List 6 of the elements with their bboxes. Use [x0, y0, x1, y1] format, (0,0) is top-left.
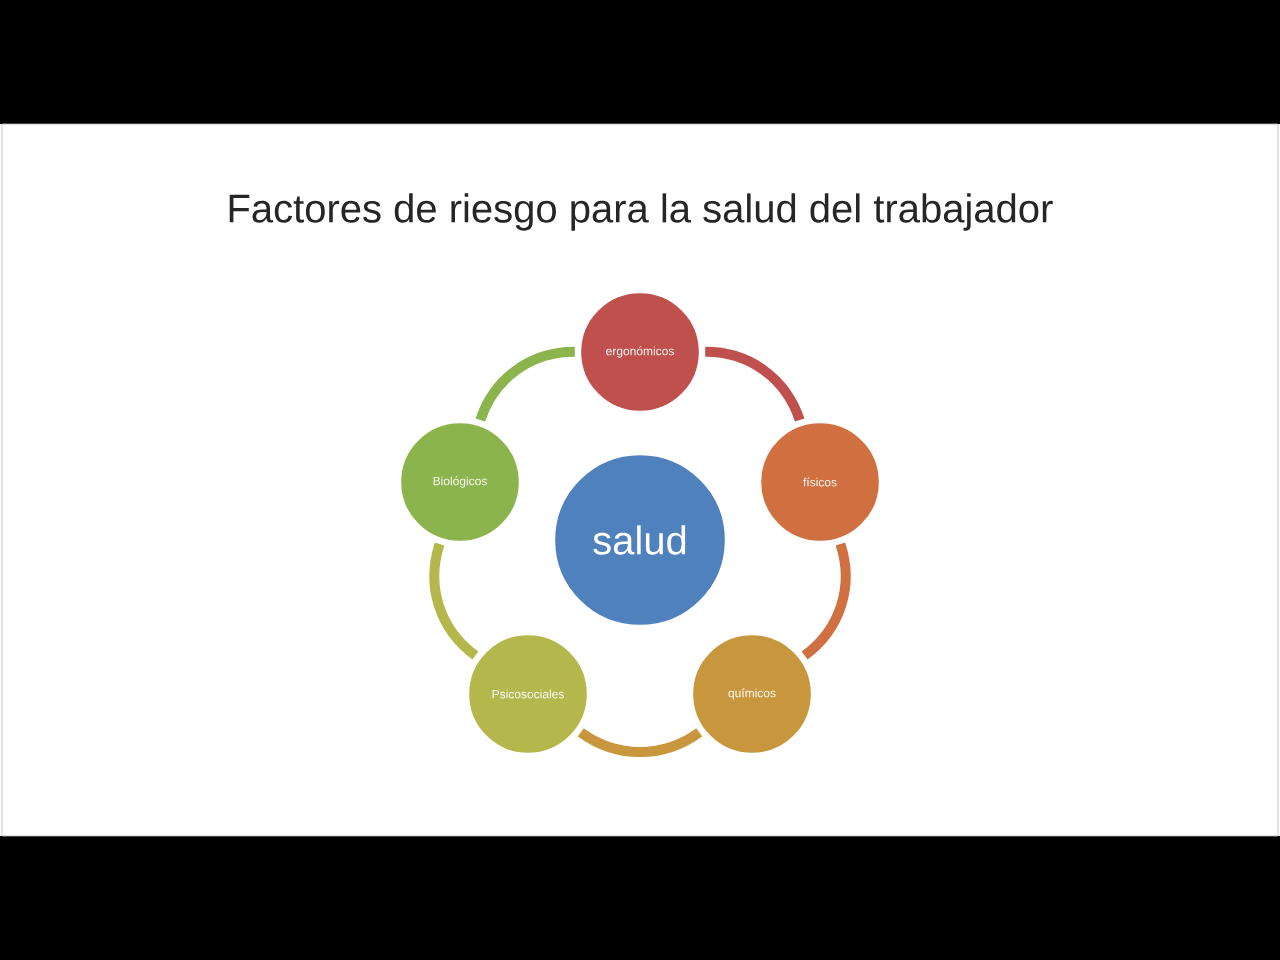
arc-connector	[429, 542, 479, 660]
arc-connector	[704, 346, 805, 422]
arc-connector	[475, 346, 576, 422]
arc-connector	[578, 728, 702, 757]
title: Factores de riesgo para la salud del trabajador	[229, 193, 1053, 231]
arc-connector	[801, 542, 851, 660]
